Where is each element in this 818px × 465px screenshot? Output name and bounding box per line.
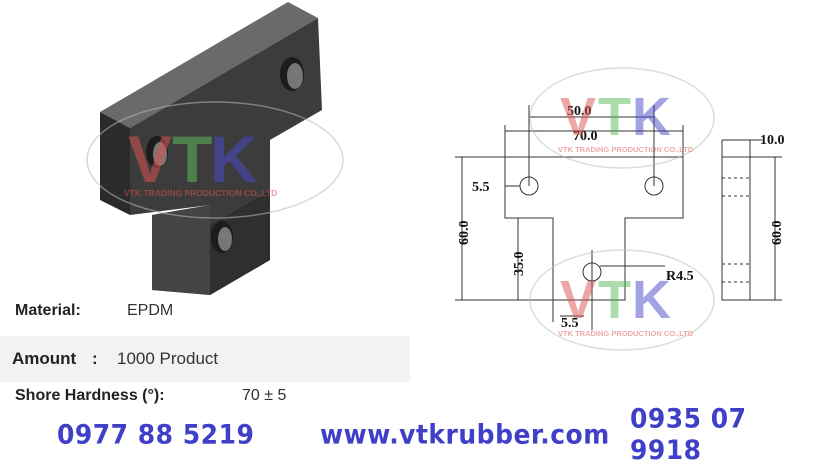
svg-text:K: K [632,270,671,330]
watermark-company: VTK TRADING PRODUCTION CO.,LTD [124,188,277,198]
outline-side-view [721,156,751,301]
watermark-photo: V T K VTK TRADING PRODUCTION CO.,LTD [86,101,344,219]
dim-hole-offset: 5.5 [472,180,490,195]
svg-text:T: T [598,270,631,330]
part-front-face [130,18,322,225]
spec-hardness-row: Shore Hardness (°): 70 ± 5 [0,382,410,410]
hardness-label: Shore Hardness (°): [15,387,165,404]
part-top-face [100,2,318,128]
dim-bottom-offset: 5.5 [561,316,579,331]
svg-text:VTK TRADING PRODUCTION CO.,LTD: VTK TRADING PRODUCTION CO.,LTD [558,329,694,338]
spec-amount-row: Amount : 1000 Product [0,336,410,382]
contact-footer: 0977 88 5219 www.vtkrubber.com 0935 07 9… [0,403,818,465]
svg-text:VTK TRADING PRODUCTION CO.,LTD: VTK TRADING PRODUCTION CO.,LTD [558,145,694,154]
outline-front-view [504,156,684,301]
technical-drawing: 50.0 70.0 10.0 5.5 R4.5 5.5 60.0 35.0 60… [455,67,785,351]
dim-radius: R4.5 [666,269,694,284]
svg-text:K: K [632,87,671,147]
phone-number-1[interactable]: 0977 88 5219 [57,418,255,450]
dim-top-inner: 50.0 [567,104,592,119]
watermark-letter-v: V [128,122,172,196]
product-photo: V T K VTK TRADING PRODUCTION CO.,LTD [86,2,344,295]
dim-right-height: 60.0 [770,221,785,246]
watermark-drawing-top: V T K VTK TRADING PRODUCTION CO.,LTD [529,67,715,169]
material-label: Material: [15,302,81,319]
dim-side-width: 10.0 [760,133,785,148]
svg-text:T: T [172,122,212,196]
svg-text:V: V [560,270,596,330]
part-left-face [100,112,130,215]
amount-label: Amount [12,349,77,368]
material-value: EPDM [127,302,174,319]
amount-separator: : [92,349,98,368]
dim-top-outer: 70.0 [573,129,598,144]
watermark-drawing-bottom: V T K VTK TRADING PRODUCTION CO.,LTD [529,249,715,351]
phone-number-2[interactable]: 0935 07 9918 [630,402,747,465]
svg-text:V: V [560,87,596,147]
hardness-value: 70 ± 5 [242,387,287,404]
spec-material-row: Material: EPDM [0,296,410,326]
amount-value: 1000 Product [117,349,219,368]
website-link[interactable]: www.vtkrubber.com [320,418,610,450]
svg-text:K: K [210,122,258,196]
dim-leg-height: 35.0 [512,252,527,277]
svg-text:T: T [598,87,631,147]
dim-left-height: 60.0 [457,221,472,246]
